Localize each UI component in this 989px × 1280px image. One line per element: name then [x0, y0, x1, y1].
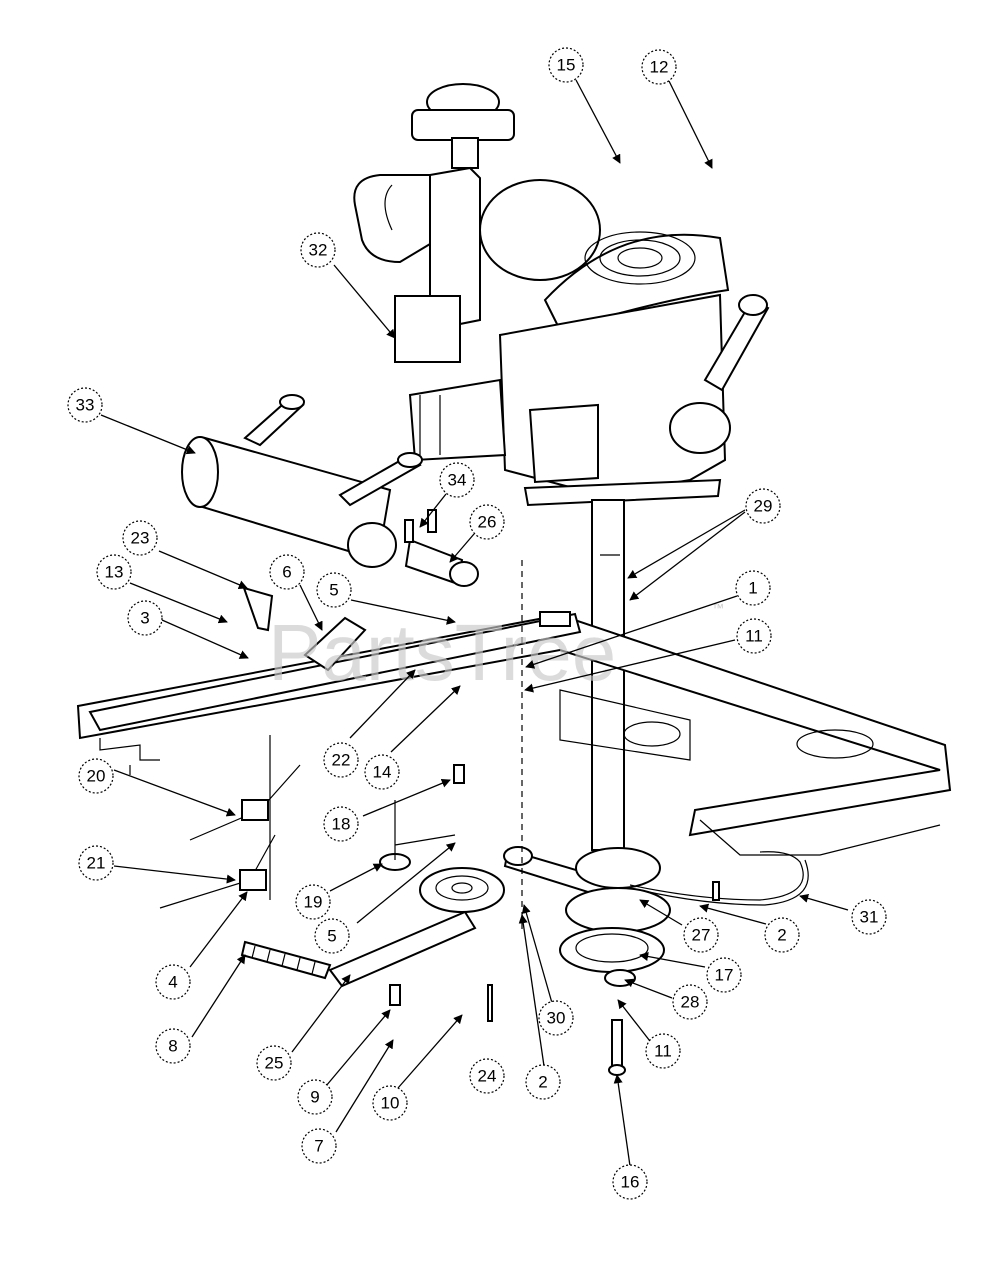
- idler-arm-assembly: [240, 764, 809, 1076]
- leader-lines: [100, 79, 849, 1167]
- svg-text:34: 34: [448, 471, 467, 490]
- watermark-trademark: ™: [712, 601, 724, 615]
- callout-34[interactable]: 34: [439, 462, 475, 498]
- callout-11-lower[interactable]: 11: [645, 1033, 681, 1069]
- callout-21[interactable]: 21: [78, 845, 114, 881]
- svg-text:15: 15: [557, 56, 576, 75]
- callout-29[interactable]: 29: [745, 488, 781, 524]
- svg-text:32: 32: [309, 241, 328, 260]
- engine-assembly: [353, 83, 770, 851]
- svg-text:1: 1: [748, 579, 757, 598]
- callout-4[interactable]: 4: [155, 964, 191, 1000]
- callout-24[interactable]: 24: [469, 1058, 505, 1094]
- svg-text:11: 11: [745, 627, 763, 646]
- svg-text:2: 2: [538, 1073, 547, 1092]
- svg-text:10: 10: [381, 1094, 400, 1113]
- svg-text:25: 25: [265, 1054, 284, 1073]
- mounting-channel: [88, 586, 582, 732]
- callout-2-center[interactable]: 2: [525, 1064, 561, 1100]
- callout-25[interactable]: 25: [256, 1045, 292, 1081]
- callout-18[interactable]: 18: [323, 806, 359, 842]
- callout-33[interactable]: 33: [67, 387, 103, 423]
- svg-text:30: 30: [547, 1009, 566, 1028]
- callout-5-upper[interactable]: 5: [316, 572, 352, 608]
- callout-10[interactable]: 10: [372, 1085, 408, 1121]
- svg-text:17: 17: [715, 966, 734, 985]
- svg-text:5: 5: [327, 927, 336, 946]
- callout-1[interactable]: 1: [735, 570, 771, 606]
- svg-text:23: 23: [131, 529, 150, 548]
- svg-text:9: 9: [310, 1088, 319, 1107]
- callout-22[interactable]: 22: [323, 742, 359, 778]
- svg-text:24: 24: [478, 1067, 497, 1086]
- callout-3[interactable]: 3: [127, 600, 163, 636]
- svg-text:6: 6: [282, 563, 291, 582]
- callout-6[interactable]: 6: [269, 554, 305, 590]
- callout-20[interactable]: 20: [78, 758, 114, 794]
- callout-19[interactable]: 19: [295, 884, 331, 920]
- svg-text:26: 26: [478, 513, 497, 532]
- svg-text:20: 20: [87, 767, 106, 786]
- callout-23[interactable]: 23: [122, 520, 158, 556]
- svg-text:28: 28: [681, 993, 700, 1012]
- svg-text:31: 31: [860, 908, 879, 927]
- rod-end-part: [404, 509, 479, 587]
- svg-text:19: 19: [304, 893, 323, 912]
- svg-text:13: 13: [105, 563, 124, 582]
- throttle-control-tube: [181, 394, 423, 568]
- svg-text:14: 14: [373, 763, 392, 782]
- callout-27[interactable]: 27: [683, 917, 719, 953]
- svg-text:22: 22: [332, 751, 351, 770]
- callout-13[interactable]: 13: [96, 554, 132, 590]
- svg-text:21: 21: [87, 854, 106, 873]
- svg-text:11: 11: [654, 1042, 672, 1061]
- callout-9[interactable]: 9: [297, 1079, 333, 1115]
- svg-text:33: 33: [76, 396, 95, 415]
- svg-text:27: 27: [692, 926, 711, 945]
- svg-text:4: 4: [168, 973, 177, 992]
- svg-text:7: 7: [314, 1137, 323, 1156]
- svg-text:3: 3: [140, 609, 149, 628]
- svg-text:5: 5: [329, 581, 338, 600]
- watermark: PartsTree: [268, 608, 616, 697]
- svg-text:8: 8: [168, 1037, 177, 1056]
- callout-7[interactable]: 7: [301, 1128, 337, 1164]
- svg-text:2: 2: [777, 926, 786, 945]
- callout-14[interactable]: 14: [364, 754, 400, 790]
- callout-17[interactable]: 17: [706, 957, 742, 993]
- control-rods: [159, 735, 301, 909]
- callout-31[interactable]: 31: [851, 899, 887, 935]
- callout-16[interactable]: 16: [612, 1164, 648, 1200]
- svg-text:16: 16: [621, 1173, 640, 1192]
- svg-text:18: 18: [332, 815, 351, 834]
- svg-text:12: 12: [650, 58, 669, 77]
- callout-26[interactable]: 26: [469, 504, 505, 540]
- callout-8[interactable]: 8: [155, 1028, 191, 1064]
- callout-30[interactable]: 30: [538, 1000, 574, 1036]
- callout-15[interactable]: 15: [548, 47, 584, 83]
- callout-5-lower[interactable]: 5: [314, 918, 350, 954]
- callout-2-right[interactable]: 2: [764, 917, 800, 953]
- callout-32[interactable]: 32: [300, 232, 336, 268]
- callout-28[interactable]: 28: [672, 984, 708, 1020]
- callout-11-upper[interactable]: 11: [736, 618, 772, 654]
- callout-12[interactable]: 12: [641, 49, 677, 85]
- svg-text:29: 29: [754, 497, 773, 516]
